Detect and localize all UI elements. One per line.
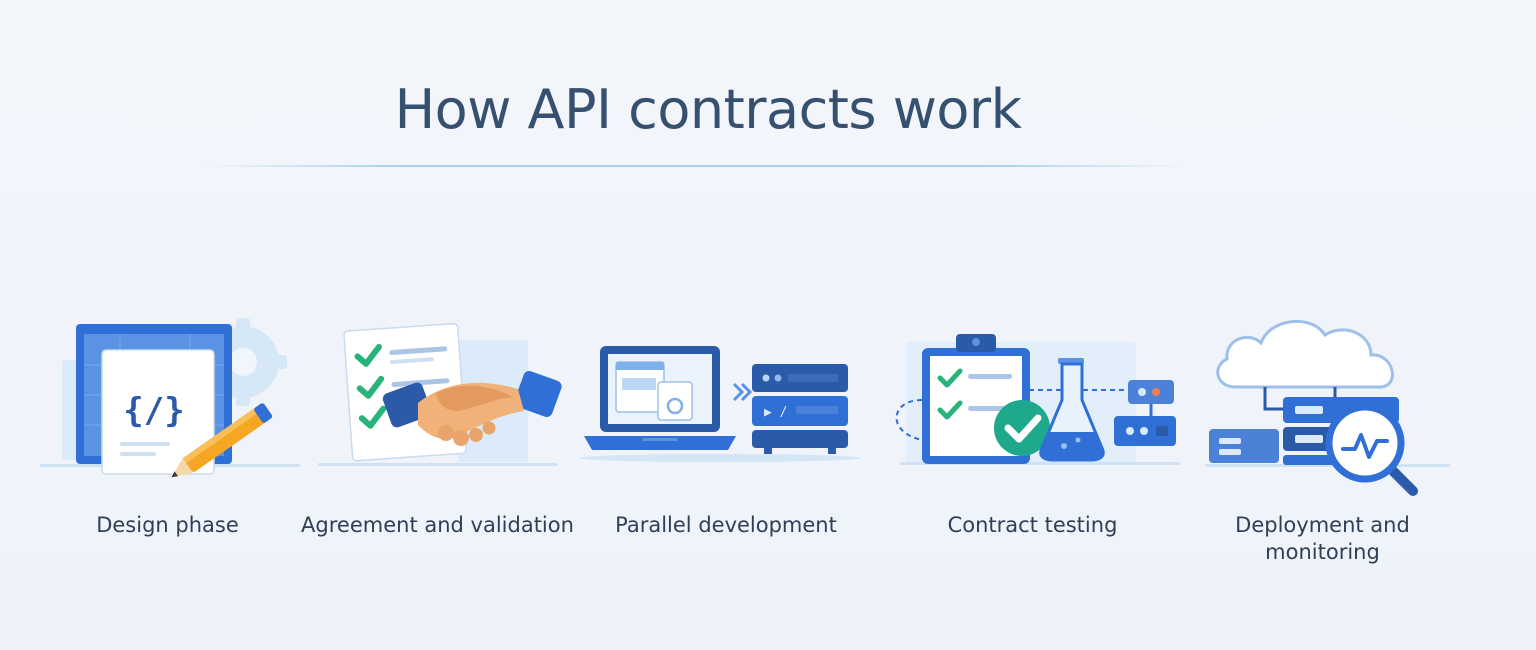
check-icon [937,368,963,388]
pencil-icon [171,403,273,478]
ground-line [318,463,558,466]
step-label-contract-testing: Contract testing [947,513,1118,537]
flask-icon [1039,358,1105,462]
laptop-server-icon: ▶ / [580,346,860,462]
check-circle-icon [994,400,1050,456]
magnifier-icon [1325,403,1418,496]
pulse-line [1341,433,1389,459]
code-glyph: {/} [123,391,184,431]
cloud-server-magnifier-icon [1205,319,1450,496]
check-icon [356,375,385,399]
step-label-parallel-development: Parallel development [615,513,837,537]
clipboard-flask-icon [895,334,1180,465]
arrow-right-icon [732,382,753,402]
server-icon: ▶ / [752,364,848,454]
device-node-icon [1114,380,1176,446]
check-icon [358,405,387,429]
handshake-icon [382,370,562,446]
check-icon [937,400,963,420]
code-document-pencil-icon: {/} [40,318,300,478]
step-label-agreement-validation: Agreement and validation [301,513,574,537]
title-divider [205,165,1185,167]
laptop-icon [584,346,736,450]
page-title: How API contracts work [394,78,1022,141]
step-label-design-phase: Design phase [96,513,239,537]
code-glyph: ▶ / [764,405,787,420]
handshake-checklist-icon [318,322,562,466]
check-icon [354,343,382,367]
code-document: {/} [101,349,215,475]
cloud-icon [1216,319,1394,389]
step-label-deployment-monitoring: Deployment and monitoring [1235,513,1410,564]
ground-line [580,454,860,462]
